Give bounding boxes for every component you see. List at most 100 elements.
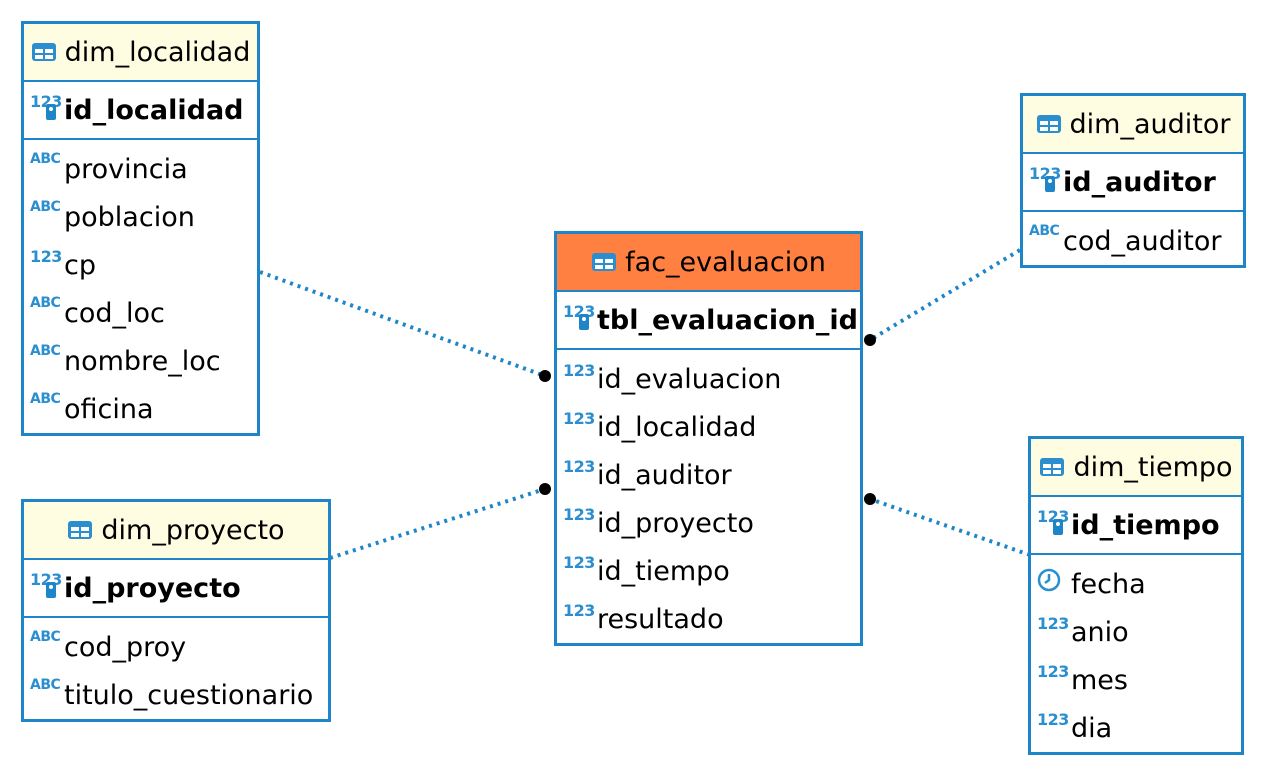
numeric-type-icon: 123 xyxy=(563,409,595,428)
primary-key-icon xyxy=(46,104,56,120)
link-endpoint xyxy=(864,334,876,346)
column-name: id_evaluacion xyxy=(597,363,782,395)
table-icon xyxy=(1040,458,1065,476)
column-name: id_auditor xyxy=(1063,166,1216,198)
entity-name: dim_proyecto xyxy=(101,514,285,546)
numeric-type-icon: 123 xyxy=(563,553,595,572)
link-auditor-fact xyxy=(868,248,1022,342)
primary-key-icon xyxy=(1045,176,1055,192)
link-localidad-fact xyxy=(259,270,546,378)
text-type-icon: ABC xyxy=(30,295,61,311)
entity-header[interactable]: dim_tiempo xyxy=(1031,439,1241,497)
entity-header[interactable]: dim_localidad xyxy=(24,24,257,82)
link-endpoint xyxy=(864,493,876,505)
column-name: oficina xyxy=(64,393,154,425)
column-name: nombre_loc xyxy=(64,345,221,377)
text-type-icon: ABC xyxy=(30,677,61,693)
entity-name: dim_localidad xyxy=(64,36,251,68)
column-name: id_tiempo xyxy=(597,555,730,587)
table-icon xyxy=(1036,115,1061,133)
column-name: id_tiempo xyxy=(1071,509,1220,541)
link-proyecto-fact xyxy=(329,487,546,560)
numeric-type-icon: 123 xyxy=(30,247,62,266)
text-type-icon: ABC xyxy=(1029,223,1060,239)
table-icon xyxy=(592,253,617,271)
entity-header[interactable]: dim_auditor xyxy=(1023,96,1243,154)
column-name: dia xyxy=(1071,712,1113,744)
column-name: id_auditor xyxy=(597,459,732,491)
column-name: tbl_evaluacion_id xyxy=(597,304,858,336)
column-name: anio xyxy=(1071,616,1129,648)
numeric-type-icon: 123 xyxy=(1037,710,1069,729)
primary-key-icon xyxy=(1053,519,1063,535)
link-endpoint xyxy=(539,370,551,382)
column-name: cod_loc xyxy=(64,297,165,329)
numeric-type-icon: 123 xyxy=(563,601,595,620)
primary-key-icon xyxy=(46,582,56,598)
table-icon xyxy=(68,521,93,539)
column-row[interactable]: fecha xyxy=(1031,560,1241,608)
entity-header[interactable]: dim_proyecto xyxy=(24,502,328,560)
column-name: fecha xyxy=(1071,568,1146,600)
numeric-type-icon: 123 xyxy=(1037,614,1069,633)
column-name: cod_proy xyxy=(64,631,187,663)
column-name: id_proyecto xyxy=(597,507,754,539)
text-type-icon: ABC xyxy=(30,343,61,359)
link-endpoint xyxy=(539,483,551,495)
primary-key-icon xyxy=(579,314,589,330)
column-name: poblacion xyxy=(64,201,195,233)
text-type-icon: ABC xyxy=(30,199,61,215)
text-type-icon: ABC xyxy=(30,629,61,645)
numeric-type-icon: 123 xyxy=(563,505,595,524)
column-name: id_localidad xyxy=(597,411,757,443)
column-name: titulo_cuestionario xyxy=(64,679,314,711)
text-type-icon: ABC xyxy=(30,151,61,167)
numeric-type-icon: 123 xyxy=(563,457,595,476)
table-icon xyxy=(31,43,56,61)
clock-icon xyxy=(1037,568,1061,592)
entity-header[interactable]: fac_evaluacion xyxy=(557,234,860,292)
text-type-icon: ABC xyxy=(30,391,61,407)
link-tiempo-fact xyxy=(869,497,1031,557)
column-name: provincia xyxy=(64,153,188,185)
numeric-type-icon: 123 xyxy=(563,361,595,380)
entity-name: dim_tiempo xyxy=(1073,451,1233,483)
column-name: mes xyxy=(1071,664,1128,696)
column-name: id_proyecto xyxy=(64,572,241,604)
entity-name: dim_auditor xyxy=(1069,108,1231,140)
